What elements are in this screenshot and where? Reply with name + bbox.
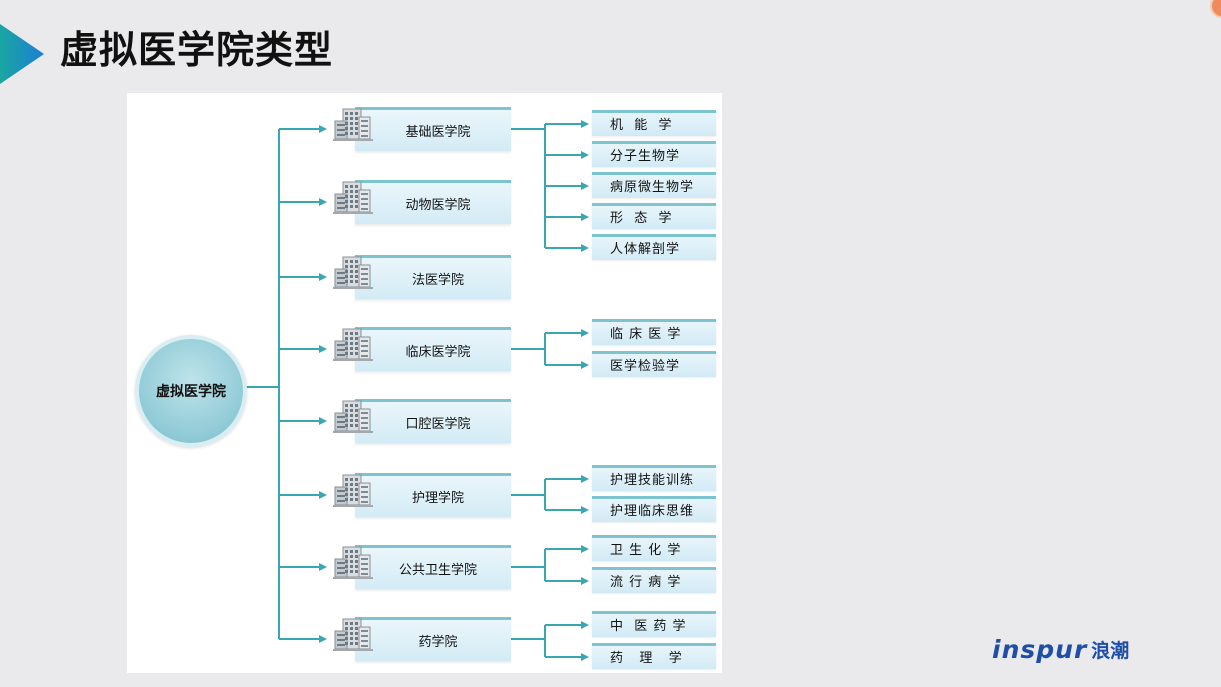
school-label: 临床医学院 (405, 345, 471, 360)
arrow-head (581, 653, 589, 661)
diagram-panel: 虚拟医学院 基础医学院 机 能 学分子生物学病原微生物学形 态 学人体解剖学 动物医… (127, 93, 722, 673)
building-icon (333, 618, 373, 651)
title-accent-triangle (0, 24, 44, 84)
arrow-head (319, 491, 327, 499)
corner-badge (1210, 0, 1221, 18)
logo-text-en: inspur (992, 634, 1088, 664)
inspur-logo: inspur 浪潮 (992, 634, 1129, 664)
root-node: 虚拟医学院 (135, 335, 247, 447)
arrow-head (581, 329, 589, 337)
arrow-head (581, 475, 589, 483)
building-icon (333, 400, 373, 433)
arrow-head (581, 621, 589, 629)
arrow-head (319, 125, 327, 133)
school-node: 临床医学院 (355, 327, 511, 371)
connector-lines (243, 120, 589, 661)
arrow-head (319, 635, 327, 643)
school-label: 护理学院 (411, 491, 464, 506)
arrow-head (581, 506, 589, 514)
building-icon (333, 256, 373, 289)
arrow-head (319, 563, 327, 571)
subject-node: 分子生物学 (592, 141, 716, 167)
subject-node: 护理技能训练 (592, 465, 716, 491)
subject-node: 形 态 学 (592, 203, 716, 229)
school-node: 口腔医学院 (355, 399, 511, 443)
subject-node: 护理临床思维 (592, 496, 716, 522)
arrow-head (581, 120, 589, 128)
subject-node: 医学检验学 (592, 351, 716, 377)
arrow-head (581, 182, 589, 190)
school-node: 药学院 (355, 617, 511, 661)
school-label: 动物医学院 (405, 198, 471, 213)
arrow-head (581, 545, 589, 553)
school-node: 法医学院 (355, 255, 511, 299)
arrow-head (581, 151, 589, 159)
school-label: 口腔医学院 (405, 417, 471, 432)
building-icon (333, 181, 373, 214)
arrow-head (319, 273, 327, 281)
school-label: 基础医学院 (405, 125, 471, 140)
subject-node: 临 床 医 学 (592, 319, 716, 345)
school-label: 公共卫生学院 (398, 563, 477, 578)
arrow-head (319, 345, 327, 353)
arrow-head (319, 198, 327, 206)
subject-node: 病原微生物学 (592, 172, 716, 198)
arrow-head (581, 213, 589, 221)
arrow-head (581, 577, 589, 585)
logo-text-cn: 浪潮 (1091, 639, 1130, 662)
subject-node: 机 能 学 (592, 110, 716, 136)
subject-node: 药 理 学 (592, 643, 716, 669)
school-label: 药学院 (418, 635, 458, 650)
subject-node: 流 行 病 学 (592, 567, 716, 593)
arrow-head (581, 361, 589, 369)
page-title: 虚拟医学院类型 (60, 28, 334, 72)
school-node: 基础医学院 (355, 107, 511, 151)
building-icon (333, 328, 373, 361)
school-label: 法医学院 (411, 273, 464, 288)
school-node: 公共卫生学院 (355, 545, 511, 589)
subject-node: 卫 生 化 学 (592, 535, 716, 561)
school-node: 动物医学院 (355, 180, 511, 224)
subject-node: 中 医 药 学 (592, 611, 716, 637)
arrow-head (319, 417, 327, 425)
building-icon (333, 108, 373, 141)
subject-node: 人体解剖学 (592, 234, 716, 260)
building-icon (333, 474, 373, 507)
arrow-head (581, 244, 589, 252)
school-node: 护理学院 (355, 473, 511, 517)
building-icon (333, 546, 373, 579)
